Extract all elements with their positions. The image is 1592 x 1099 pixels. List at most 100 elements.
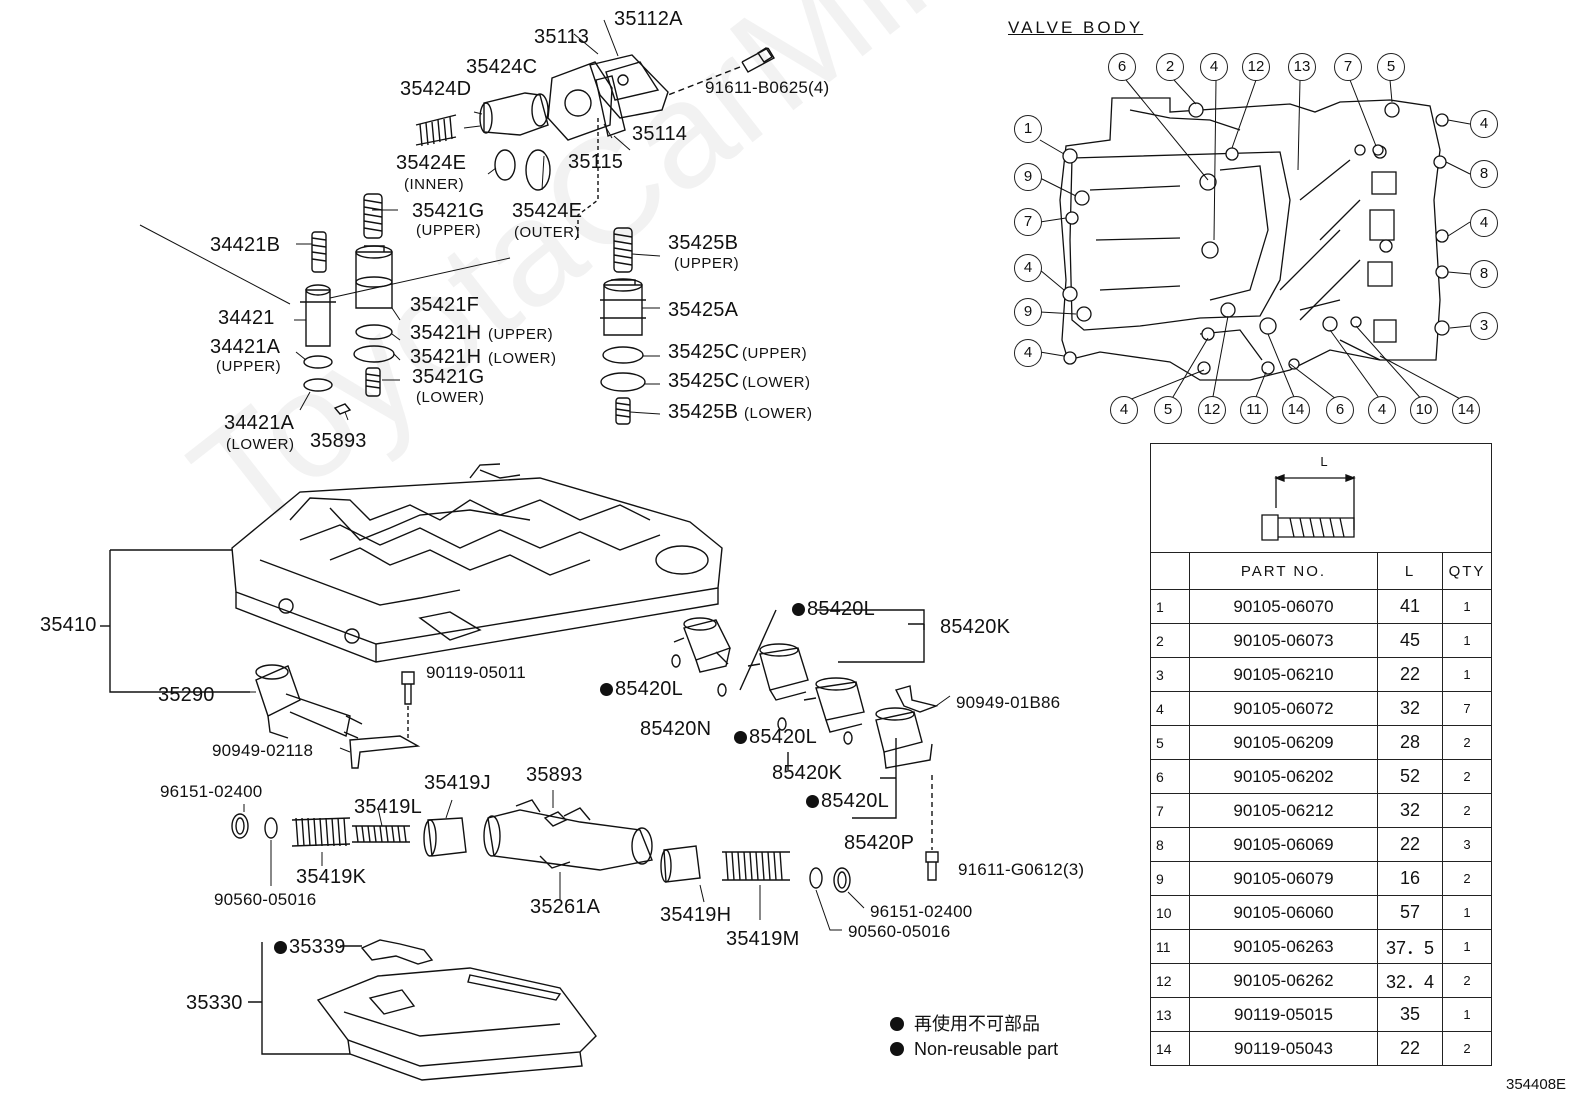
header-qty: QTY [1442, 552, 1492, 590]
callout-left-1: 1 [1014, 115, 1042, 143]
spring-35419m [722, 851, 790, 881]
row-index: 2 [1150, 623, 1190, 658]
legend-japanese: 再使用不可部品 [890, 1012, 1058, 1037]
piston-34421 [300, 284, 336, 347]
accumulator-sleeve [415, 92, 549, 147]
label-85420l-3: 85420L [734, 726, 817, 749]
label-90560-05016-b: 90560-05016 [848, 922, 951, 941]
callout-bottom-2: 5 [1154, 396, 1182, 424]
row-length: 45 [1377, 623, 1443, 658]
label-35419l: 35419L [354, 796, 422, 818]
label-35893-a: 35893 [310, 430, 367, 452]
label-lower-1: (LOWER) [488, 350, 557, 367]
row-part-no: 90105-06070 [1189, 589, 1378, 624]
row-part-no: 90105-06072 [1189, 691, 1378, 726]
callout-right-3: 4 [1470, 209, 1498, 237]
row-index: 14 [1150, 1031, 1190, 1066]
row-index: 1 [1150, 589, 1190, 624]
label-85420l-4: 85420L [806, 790, 889, 813]
solenoid-85420n [673, 617, 731, 673]
row-length: 52 [1377, 759, 1443, 794]
solenoid-85420k-upper [747, 643, 809, 701]
row-qty: 2 [1442, 759, 1492, 794]
callout-top-4: 12 [1242, 53, 1270, 81]
row-index: 9 [1150, 861, 1190, 896]
label-35893-b: 35893 [526, 764, 583, 786]
solenoid-35290 [255, 664, 363, 739]
row-length: 16 [1377, 861, 1443, 896]
callout-right-5: 3 [1470, 312, 1498, 340]
snap-ring-96151-a [231, 813, 249, 839]
label-lower-3: (LOWER) [742, 374, 811, 391]
row-qty: 2 [1442, 793, 1492, 828]
callout-left-3: 7 [1014, 208, 1042, 236]
label-85420k-2: 85420K [772, 762, 843, 784]
row-part-no: 90105-06060 [1189, 895, 1378, 930]
label-inner: (INNER) [404, 176, 465, 193]
label-90119-05011: 90119-05011 [426, 663, 526, 682]
valve-body-title: VALVE BODY [1008, 18, 1144, 37]
valve-body-top-view [1039, 79, 1471, 403]
label-85420n: 85420N [640, 718, 712, 740]
row-length: 22 [1377, 657, 1443, 692]
row-qty: 7 [1442, 691, 1492, 726]
row-length: 37．5 [1377, 929, 1443, 964]
clip-90949-02118 [349, 735, 421, 769]
label-90949-01b86: 90949-01B86 [956, 693, 1061, 712]
row-part-no: 90105-06073 [1189, 623, 1378, 658]
legend-english: Non-reusable part [890, 1037, 1058, 1062]
label-upper-3: (UPPER) [488, 326, 554, 343]
o-ring-outer [525, 149, 551, 191]
row-qty: 2 [1442, 861, 1492, 896]
label-35290: 35290 [158, 684, 215, 706]
label-85420p: 85420P [844, 832, 915, 854]
row-qty: 1 [1442, 997, 1492, 1032]
label-91611-g0612: 91611-G0612(3) [958, 860, 1085, 879]
row-part-no: 90105-06209 [1189, 725, 1378, 760]
callout-left-4: 4 [1014, 254, 1042, 282]
label-91611-b0625: 91611-B0625(4) [705, 78, 830, 97]
o-ring-35421h-upper [355, 324, 393, 340]
label-35330: 35330 [186, 992, 243, 1014]
callout-right-1: 4 [1470, 110, 1498, 138]
callout-bottom-8: 10 [1410, 396, 1438, 424]
row-qty: 1 [1442, 895, 1492, 930]
row-index: 7 [1150, 793, 1190, 828]
label-90949-02118: 90949-02118 [212, 741, 314, 760]
snap-ring-96151-b [833, 867, 851, 893]
label-35421h-lower: 35421H [410, 346, 482, 368]
row-length: 57 [1377, 895, 1443, 930]
label-outer: (OUTER) [514, 224, 580, 241]
label-35421g-lower: 35421G [412, 366, 485, 388]
label-35421g-upper: 35421G [412, 200, 485, 222]
label-35410: 35410 [40, 614, 97, 636]
label-35421h-upper: 35421H [410, 322, 482, 344]
row-qty: 1 [1442, 589, 1492, 624]
callout-top-2: 2 [1156, 53, 1184, 81]
row-length: 32 [1377, 691, 1443, 726]
label-35114: 35114 [632, 123, 688, 145]
label-35419j: 35419J [424, 772, 491, 794]
callout-top-7: 5 [1377, 53, 1405, 81]
row-length: 22 [1377, 827, 1443, 862]
row-index: 4 [1150, 691, 1190, 726]
label-35424c: 35424C [466, 56, 538, 78]
callout-right-2: 8 [1470, 160, 1498, 188]
row-qty: 1 [1442, 929, 1492, 964]
label-35421f: 35421F [410, 294, 480, 316]
row-part-no: 90105-06069 [1189, 827, 1378, 862]
label-35425c-lower: 35425C [668, 370, 740, 392]
label-34421a-upper: 34421A [210, 336, 281, 358]
label-35425b-upper: 35425B [668, 232, 739, 254]
callout-bottom-6: 6 [1326, 396, 1354, 424]
label-35261a: 35261A [530, 896, 601, 918]
label-upper-1: (UPPER) [416, 222, 482, 239]
washer-90560-a [264, 817, 278, 839]
table-header-row: PART NO. L QTY [1150, 552, 1492, 590]
